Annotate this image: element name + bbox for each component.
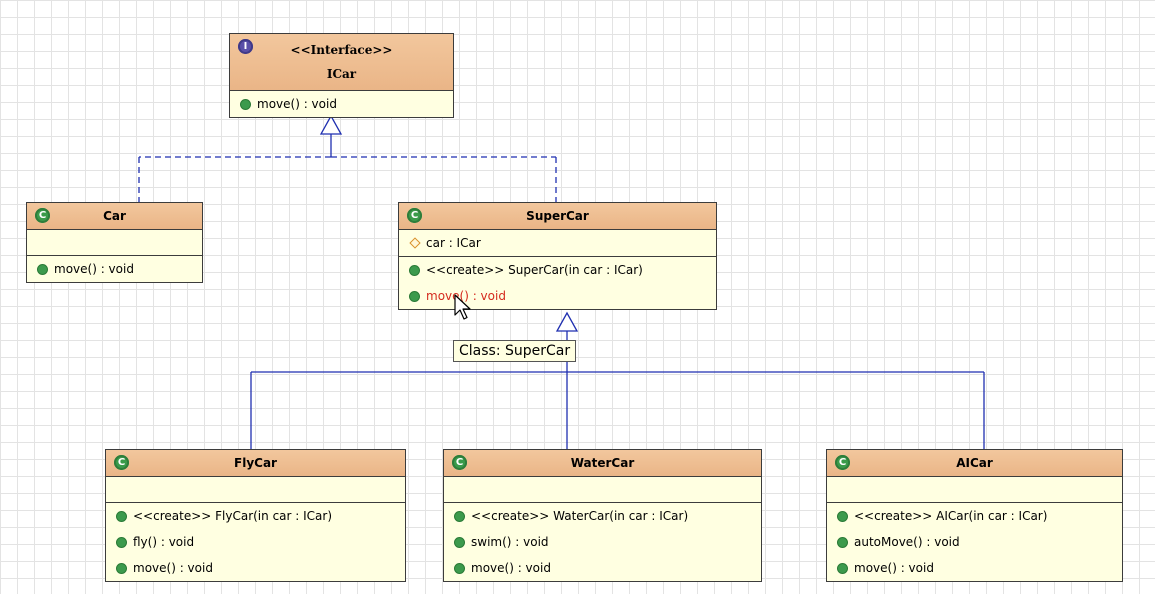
watercar-header: C WaterCar [444,450,761,477]
aicar-header: C AICar [827,450,1122,477]
supercar-class-box[interactable]: C SuperCar car : ICar <<create>> SuperCa… [398,202,717,310]
car-class-box[interactable]: C Car move() : void [26,202,203,283]
flycar-method-move[interactable]: move() : void [106,555,405,581]
car-header: C Car [27,203,202,230]
flycar-fields [106,477,405,503]
car-method-move[interactable]: move() : void [27,256,202,282]
class-tooltip: Class: SuperCar [453,340,577,362]
icar-method-move[interactable]: move() : void [230,91,453,117]
aicar-methods: <<create>> AICar(in car : ICar) autoMove… [827,503,1122,581]
flycar-header: C FlyCar [106,450,405,477]
public-method-icon [37,263,48,275]
public-method-icon [837,510,848,522]
flycar-method-fly[interactable]: fly() : void [106,529,405,555]
watercar-method-move[interactable]: move() : void [444,555,761,581]
supercar-field-car[interactable]: car : ICar [399,230,716,256]
public-method-icon [454,562,465,574]
public-method-icon [837,562,848,574]
interface-icon: I [238,39,253,54]
car-name: Car [103,209,126,223]
supercar-method-move[interactable]: move() : void [399,283,716,309]
class-icon: C [35,208,50,223]
flycar-name: FlyCar [234,456,277,470]
car-fields [27,230,202,256]
icar-methods: move() : void [230,91,453,117]
watercar-class-box[interactable]: C WaterCar <<create>> WaterCar(in car : … [443,449,762,582]
public-method-icon [837,536,848,548]
watercar-fields [444,477,761,503]
class-icon: C [452,455,467,470]
supercar-header: C SuperCar [399,203,716,230]
public-method-icon [116,510,127,522]
aicar-name: AICar [956,456,993,470]
public-method-icon [409,264,420,276]
supercar-methods: <<create>> SuperCar(in car : ICar) move(… [399,257,716,309]
class-icon: C [835,455,850,470]
class-icon: C [407,208,422,223]
flycar-methods: <<create>> FlyCar(in car : ICar) fly() :… [106,503,405,581]
aicar-class-box[interactable]: C AICar <<create>> AICar(in car : ICar) … [826,449,1123,582]
supercar-name: SuperCar [526,209,589,223]
watercar-method-swim[interactable]: swim() : void [444,529,761,555]
aicar-method-move[interactable]: move() : void [827,555,1122,581]
aicar-method-create[interactable]: <<create>> AICar(in car : ICar) [827,503,1122,529]
watercar-method-create[interactable]: <<create>> WaterCar(in car : ICar) [444,503,761,529]
protected-field-icon [409,237,421,249]
class-icon: C [114,455,129,470]
public-method-icon [454,510,465,522]
icar-stereotype: <<Interface>> [290,43,393,57]
realization-connector[interactable] [138,156,557,203]
mouse-cursor-icon [454,294,471,320]
public-method-icon [454,536,465,548]
flycar-method-create[interactable]: <<create>> FlyCar(in car : ICar) [106,503,405,529]
public-method-icon [409,290,420,302]
aicar-method-automove[interactable]: autoMove() : void [827,529,1122,555]
icar-header: I <<Interface>> ICar [230,34,453,91]
supercar-fields: car : ICar [399,230,716,257]
watercar-name: WaterCar [570,456,635,470]
public-method-icon [116,536,127,548]
icar-interface-box[interactable]: I <<Interface>> ICar move() : void [229,33,454,118]
icar-name: ICar [326,67,357,81]
aicar-fields [827,477,1122,503]
flycar-class-box[interactable]: C FlyCar <<create>> FlyCar(in car : ICar… [105,449,406,582]
car-methods: move() : void [27,256,202,282]
public-method-icon [240,98,251,110]
watercar-methods: <<create>> WaterCar(in car : ICar) swim(… [444,503,761,581]
supercar-method-create[interactable]: <<create>> SuperCar(in car : ICar) [399,257,716,283]
realization-arrowhead [319,114,343,135]
public-method-icon [116,562,127,574]
generalization-arrowhead [555,311,579,332]
generalization-connector[interactable] [250,331,985,449]
